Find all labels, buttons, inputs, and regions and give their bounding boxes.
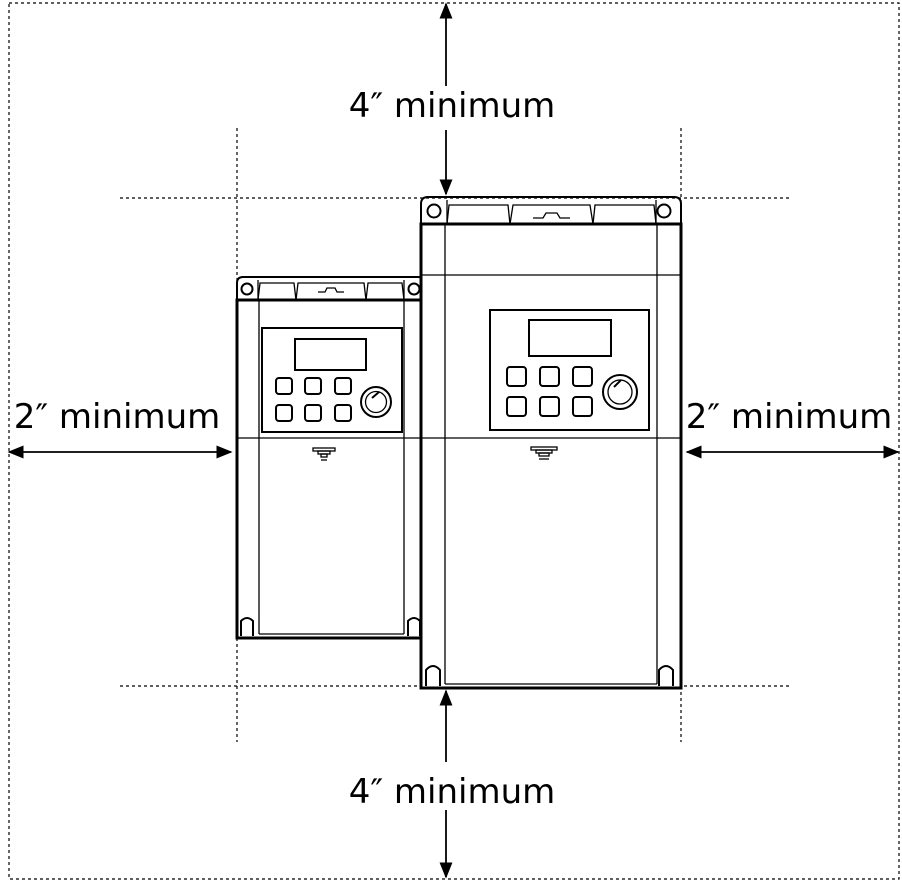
mounting-hole-icon [426,203,442,219]
mounting-slot-icon [240,617,254,636]
mounting-hole-icon [656,203,672,219]
large-drive [419,196,683,690]
dial-knob-icon [602,374,638,410]
large-display [528,319,612,357]
top-clearance-label: 4″ minimum [349,86,556,126]
small-drive [235,276,427,640]
large-keypad-panel [489,309,650,431]
enclosure-boundary [8,2,900,880]
bottom-clearance-label: 4″ minimum [349,772,556,812]
mounting-hole-icon [240,282,254,296]
right-clearance-label: 2″ minimum [686,397,893,437]
mounting-slot-icon [658,665,674,686]
left-clearance-label: 2″ minimum [14,397,221,437]
mounting-slot-icon [425,665,441,686]
mounting-hole-icon [407,282,421,296]
small-keypad-panel [261,327,403,433]
dial-knob-icon [360,386,392,418]
small-display [294,338,367,371]
